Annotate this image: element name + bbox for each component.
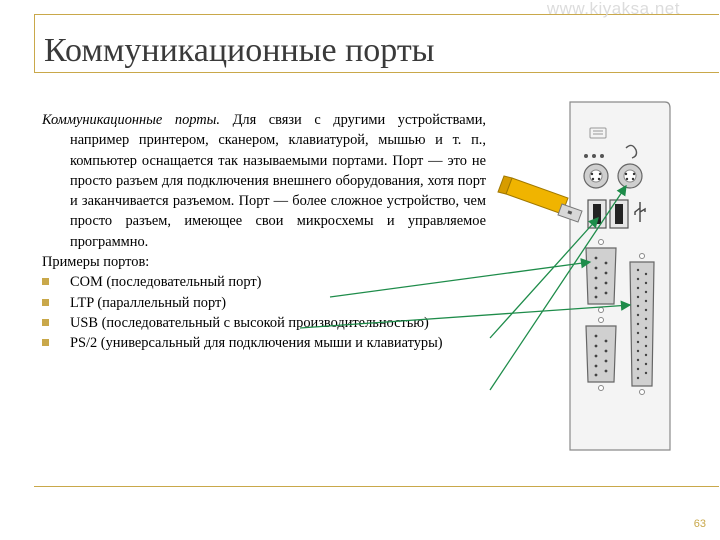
bullet-icon <box>42 339 49 347</box>
com-port-icon <box>585 247 617 305</box>
ports-list: COM (последовательный порт) LTP (паралле… <box>42 272 486 353</box>
arrow-ps2 <box>489 184 627 391</box>
intro-lead: Коммуникационные порты. <box>42 112 221 128</box>
lpt-port-icon <box>629 261 655 387</box>
list-item-usb: USB (последовательный с высокой производ… <box>42 313 486 333</box>
usb-ports-icon <box>587 199 629 229</box>
keyboard-symbol-icon <box>584 154 604 158</box>
com-port-2-icon <box>585 325 617 383</box>
port-label: USB (последовательный с высокой производ… <box>70 314 429 331</box>
bullet-icon <box>42 298 49 306</box>
bullet-icon <box>42 278 49 286</box>
ps2-keyboard-port-icon <box>583 163 609 189</box>
examples-label: Примеры портов: <box>42 254 150 271</box>
usb-symbol-icon <box>634 202 646 222</box>
port-label: PS/2 (универсальный для подключения мыши… <box>70 335 443 352</box>
vent-icon <box>589 127 607 139</box>
list-item-ltp: LTP (параллельный порт) <box>42 293 486 313</box>
watermark: www.kiyaksa.net <box>546 0 680 18</box>
mouse-symbol-icon <box>625 144 638 159</box>
frame-top-line <box>34 14 719 15</box>
back-panel-illustration <box>497 101 671 451</box>
port-label: COM (последовательный порт) <box>70 274 262 291</box>
usb-plug-icon <box>497 175 583 223</box>
intro-text: Для связи с другими устройствами, наприм… <box>70 112 486 250</box>
intro-paragraph: Коммуникационные порты. Для связи с друг… <box>42 110 486 252</box>
bullet-icon <box>42 318 49 326</box>
arrow-usb <box>489 217 599 339</box>
list-item-com: COM (последовательный порт) <box>42 272 486 292</box>
slide-title: Коммуникационные порты <box>44 32 435 69</box>
port-label: LTP (параллельный порт) <box>70 294 227 311</box>
title-divider <box>34 72 719 73</box>
arrow-com <box>329 258 592 298</box>
arrow-ltp <box>299 300 632 329</box>
list-item-ps2: PS/2 (универсальный для подключения мыши… <box>42 333 486 353</box>
ps2-mouse-port-icon <box>617 163 643 189</box>
frame-left-line <box>34 14 35 72</box>
bottom-divider <box>34 486 719 487</box>
page-number: 63 <box>693 518 706 530</box>
slide-body: Коммуникационные порты. Для связи с друг… <box>42 110 486 354</box>
